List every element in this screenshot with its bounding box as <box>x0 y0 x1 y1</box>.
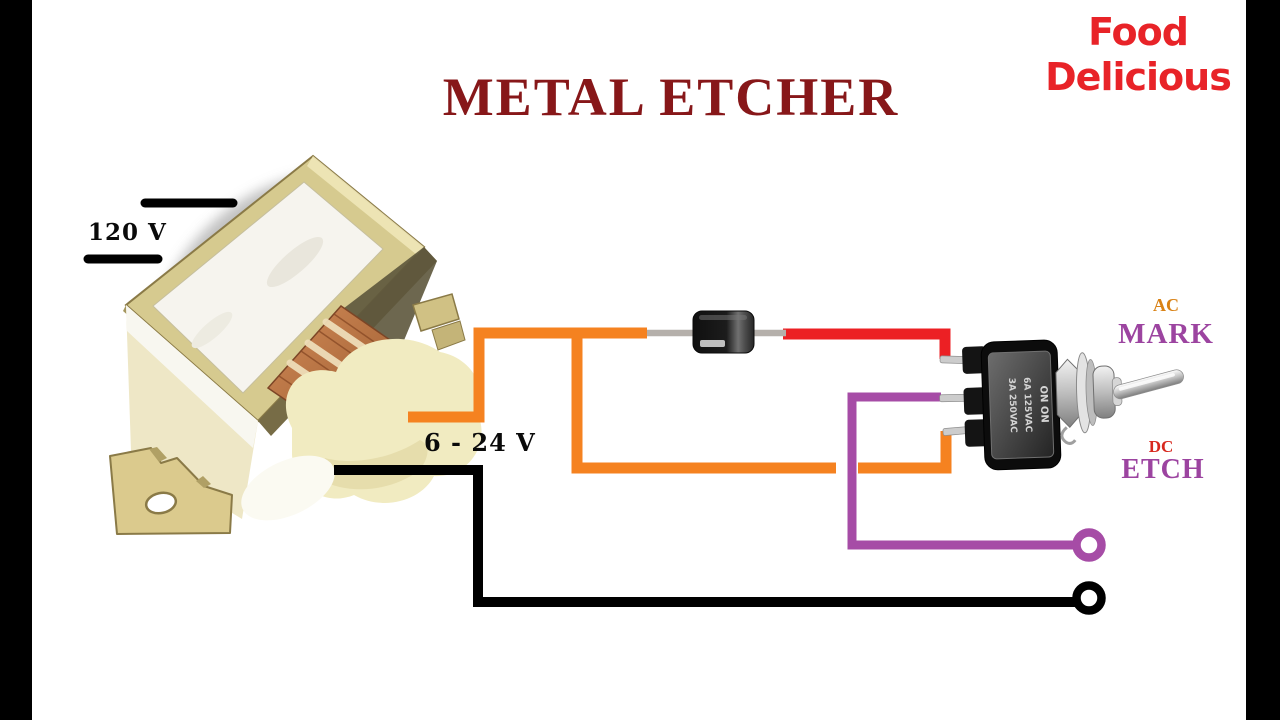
toggle-switch: ON ON 6A 125VAC 3A 250VAC <box>939 339 1184 471</box>
wires <box>334 327 1076 607</box>
switch-text-on: ON ON <box>1037 385 1049 423</box>
etch-output-terminal <box>1072 581 1106 615</box>
dc-label: DC <box>1149 437 1174 456</box>
switch-text-rating1: 6A 125VAC <box>1021 377 1033 433</box>
transformer-top-highlight <box>307 156 424 255</box>
terminal-base <box>962 346 987 374</box>
label-smudge <box>266 236 324 288</box>
bracket-hole <box>144 491 178 515</box>
solder-hook <box>1060 426 1077 445</box>
channel-watermark: Food Delicious <box>1036 10 1240 100</box>
switch-lever <box>1113 369 1184 400</box>
bracket-tab <box>196 476 211 488</box>
secondary-voltage-label: 6 - 24 V <box>424 428 536 457</box>
secondary-wire-orange <box>408 327 647 423</box>
return-wire-black <box>334 465 1076 607</box>
mark-output-terminal <box>1072 528 1106 562</box>
diode-sheen <box>699 315 747 320</box>
primary-leads <box>83 198 238 264</box>
letterbox-right <box>1246 0 1280 720</box>
switch-face <box>987 350 1055 460</box>
switch-terminals <box>939 346 990 447</box>
bracket-tab <box>149 447 167 462</box>
terminal-base <box>963 387 989 415</box>
transformer-lug <box>431 320 466 351</box>
diode <box>647 310 786 354</box>
diode-label-stripe <box>700 340 725 347</box>
mark-label: MARK <box>1118 318 1214 350</box>
primary-voltage-label: 120 V <box>88 219 167 246</box>
switch-ratings-text: ON ON 6A 125VAC 3A 250VAC <box>1006 377 1050 434</box>
label-smudge <box>191 311 233 349</box>
transformer-left-face-strip <box>126 305 258 448</box>
letterbox-left <box>0 0 32 720</box>
bobbin-bottom <box>241 455 335 521</box>
output-wire-purple <box>847 392 1076 550</box>
rectified-wire-red <box>783 328 951 359</box>
coil-wax-shade <box>320 440 428 490</box>
bushing-round-nut <box>1092 365 1116 419</box>
terminal-base <box>964 419 990 447</box>
ac-label: AC <box>1153 295 1179 315</box>
transformer-lug <box>412 293 460 332</box>
transformer <box>109 154 482 535</box>
page-title: METAL ETCHER <box>442 67 900 127</box>
etch-label: ETCH <box>1121 454 1204 485</box>
secondary-branch-orange-2 <box>858 431 952 474</box>
watermark-line2: Delicious <box>1045 55 1232 99</box>
secondary-branch-orange <box>571 333 836 474</box>
switch-text-rating2: 3A 250VAC <box>1006 378 1018 434</box>
watermark-line1: Food <box>1088 10 1189 54</box>
